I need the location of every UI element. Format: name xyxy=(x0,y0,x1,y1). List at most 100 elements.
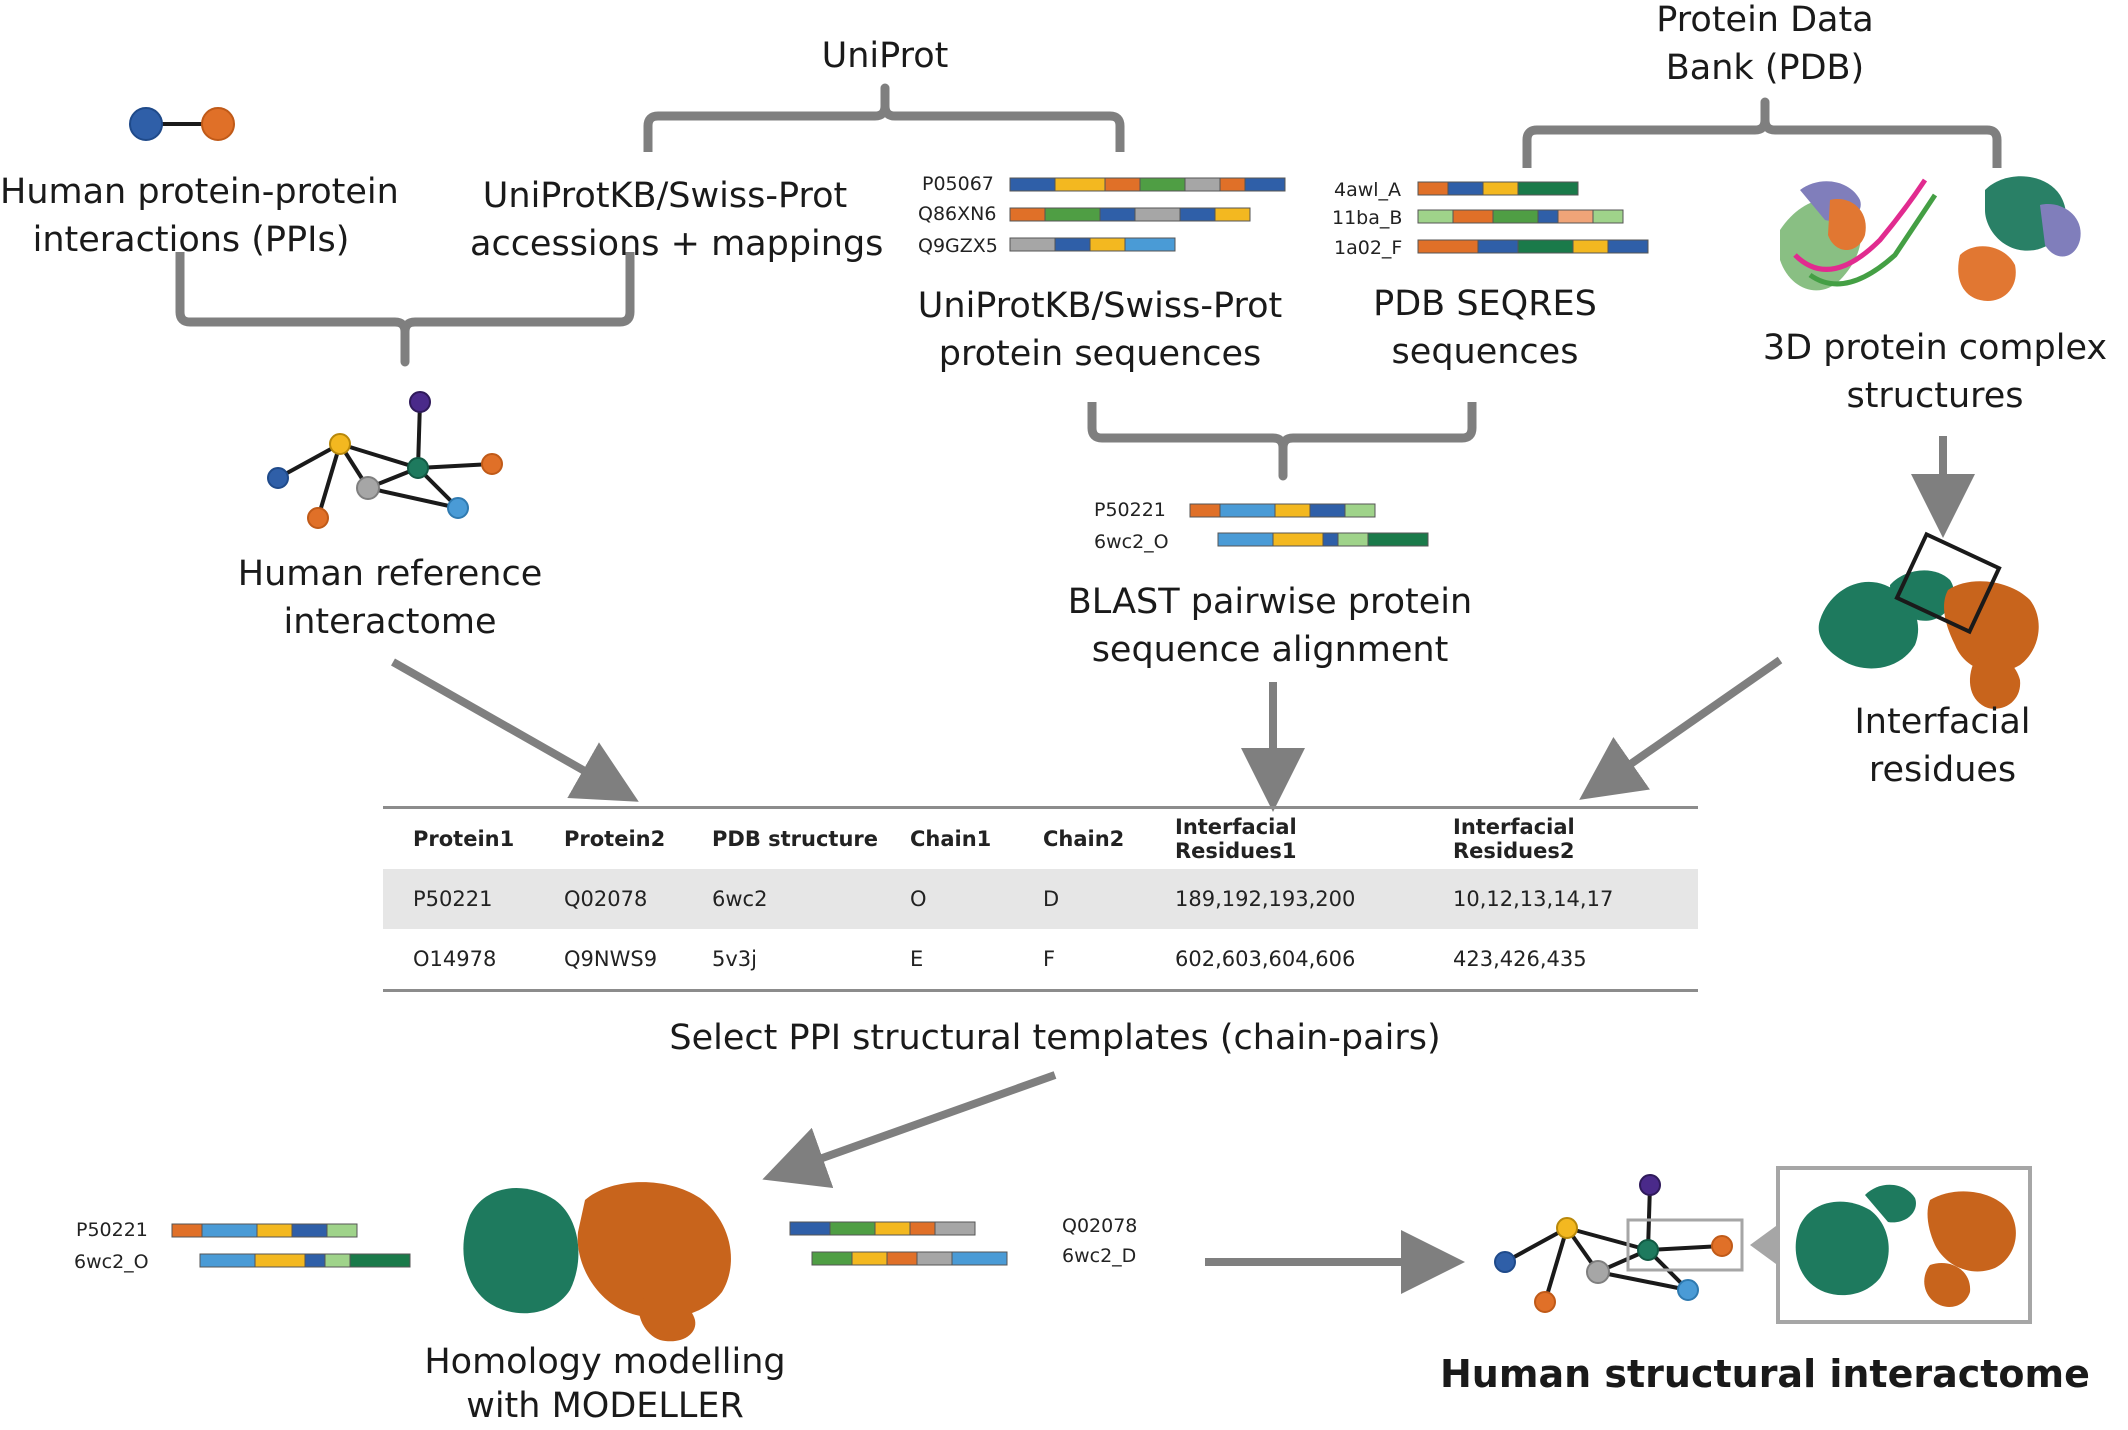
arrow-interfacial-to-table xyxy=(1579,656,1783,800)
sequence-segment xyxy=(916,1251,953,1266)
sequence-segment xyxy=(1054,177,1106,192)
seq-id: 6wc2_O xyxy=(74,1251,149,1273)
header-pdb-structure: PDB structure xyxy=(682,806,880,869)
sequence-segment xyxy=(1417,209,1454,224)
uniprot-label: UniProt xyxy=(821,36,949,76)
uniprot-sequences-label-line2: protein sequences xyxy=(938,334,1262,374)
table-cell: O14978 xyxy=(383,929,534,992)
header-protein2: Protein2 xyxy=(534,806,682,869)
sequence-segment xyxy=(951,1251,1008,1266)
blast-label-line1: BLAST pairwise protein xyxy=(1067,582,1473,622)
reference-network-icon xyxy=(267,391,503,529)
model-structure-icon xyxy=(463,1182,731,1342)
seq-id: 1a02_F xyxy=(1334,237,1403,259)
sequence-segment xyxy=(1417,181,1449,196)
structures-3d-label-line1: 3D protein complex xyxy=(1762,328,2108,368)
table-row: O14978 Q9NWS9 5v3j E F 602,603,604,606 4… xyxy=(383,929,1698,992)
sequence-segment xyxy=(1219,503,1276,518)
ppis-label-line1: Human protein-protein xyxy=(0,172,399,212)
header-protein1: Protein1 xyxy=(383,806,534,869)
zoom-highlight-box xyxy=(1626,1218,1744,1272)
sequence-segment xyxy=(1009,207,1046,222)
sequence-segment xyxy=(1337,532,1369,547)
sequence-segment xyxy=(789,1221,831,1236)
seq-id: P50221 xyxy=(1094,499,1166,521)
blast-label-line2: sequence alignment xyxy=(1091,630,1449,670)
seq-id: P50221 xyxy=(76,1219,148,1241)
sequence-segment xyxy=(256,1223,293,1238)
sequence-segment xyxy=(349,1253,411,1268)
table-cell: 6wc2 xyxy=(682,869,880,929)
header-interfacial-residues2: Interfacial Residues2 xyxy=(1423,806,1698,869)
sequence-segment xyxy=(304,1253,326,1268)
sequence-segment xyxy=(1482,181,1519,196)
sequence-segment xyxy=(1274,503,1311,518)
table-cell: 189,192,193,200 xyxy=(1145,869,1423,929)
sequence-segment xyxy=(1134,207,1181,222)
seq-id: Q86XN6 xyxy=(918,203,997,225)
table-cell: F xyxy=(1013,929,1145,992)
structures-3d-label-line2: structures xyxy=(1846,376,2024,416)
sequence-segment xyxy=(199,1253,256,1268)
result-label: Human structural interactome xyxy=(1440,1352,2090,1396)
sequence-segment xyxy=(1492,209,1539,224)
table-cell: D xyxy=(1013,869,1145,929)
seq-id: 4awl_A xyxy=(1334,179,1402,201)
sequence-segment xyxy=(324,1253,351,1268)
sequence-segment xyxy=(1009,177,1056,192)
uniprot-sequences-label-line1: UniProtKB/Swiss-Prot xyxy=(917,286,1283,326)
sequence-segment xyxy=(1309,503,1346,518)
interfacial-label-line1: Interfacial xyxy=(1854,702,2031,742)
table-cell: O xyxy=(880,869,1013,929)
table-cell: 423,426,435 xyxy=(1423,929,1698,992)
sequence-segment xyxy=(1557,209,1594,224)
sequence-segment xyxy=(1244,177,1286,192)
sequence-segment xyxy=(1179,207,1216,222)
sequence-segment xyxy=(1517,239,1574,254)
sequence-segment xyxy=(1189,503,1221,518)
sequence-segment xyxy=(1104,177,1141,192)
table-cell: E xyxy=(880,929,1013,992)
templates-table: Protein1 Protein2 PDB structure Chain1 C… xyxy=(383,806,1698,992)
sequence-segment xyxy=(1572,239,1609,254)
seq-id: 11ba_B xyxy=(1332,207,1403,229)
table-header-row: Protein1 Protein2 PDB structure Chain1 C… xyxy=(383,806,1698,869)
seq-id: 6wc2_O xyxy=(1094,531,1169,553)
sequence-segment xyxy=(1452,209,1494,224)
sequence-segment xyxy=(1517,181,1579,196)
sequence-segment xyxy=(886,1251,918,1266)
header-interfacial-residues1: Interfacial Residues1 xyxy=(1145,806,1423,869)
sequence-segment xyxy=(254,1253,306,1268)
sequence-segment xyxy=(1054,237,1091,252)
blast-brace xyxy=(1087,402,1477,481)
sequence-bars xyxy=(171,177,1649,1268)
sequence-segment xyxy=(171,1223,203,1238)
sequence-segment xyxy=(1592,209,1624,224)
table-cell: 602,603,604,606 xyxy=(1145,929,1423,992)
table-cell: 10,12,13,14,17 xyxy=(1423,869,1698,929)
sequence-segment xyxy=(1044,207,1101,222)
reference-label-line1: Human reference xyxy=(237,554,543,594)
uniprot-brace xyxy=(643,83,1125,152)
sequence-segment xyxy=(1089,237,1126,252)
table-cell: Q02078 xyxy=(534,869,682,929)
sequence-segment xyxy=(1322,532,1339,547)
sequence-segment xyxy=(811,1251,853,1266)
sequence-segment xyxy=(1344,503,1376,518)
table-cell: Q9NWS9 xyxy=(534,929,682,992)
accessions-label-line2: accessions + mappings xyxy=(470,224,884,264)
pdb-label-line1: Protein Data xyxy=(1656,0,1874,40)
table-cell: P50221 xyxy=(383,869,534,929)
sequence-segment xyxy=(851,1251,888,1266)
sequence-segment xyxy=(1272,532,1324,547)
zoom-panel-structure-icon xyxy=(1795,1184,2016,1307)
sequence-segment xyxy=(909,1221,936,1236)
sequence-segment xyxy=(874,1221,911,1236)
pdb-label-line2: Bank (PDB) xyxy=(1665,48,1865,88)
reference-brace xyxy=(175,252,635,367)
seq-id: 6wc2_D xyxy=(1062,1245,1137,1267)
sequence-segment xyxy=(201,1223,258,1238)
sequence-segment xyxy=(1214,207,1251,222)
sequence-segment xyxy=(1124,237,1176,252)
